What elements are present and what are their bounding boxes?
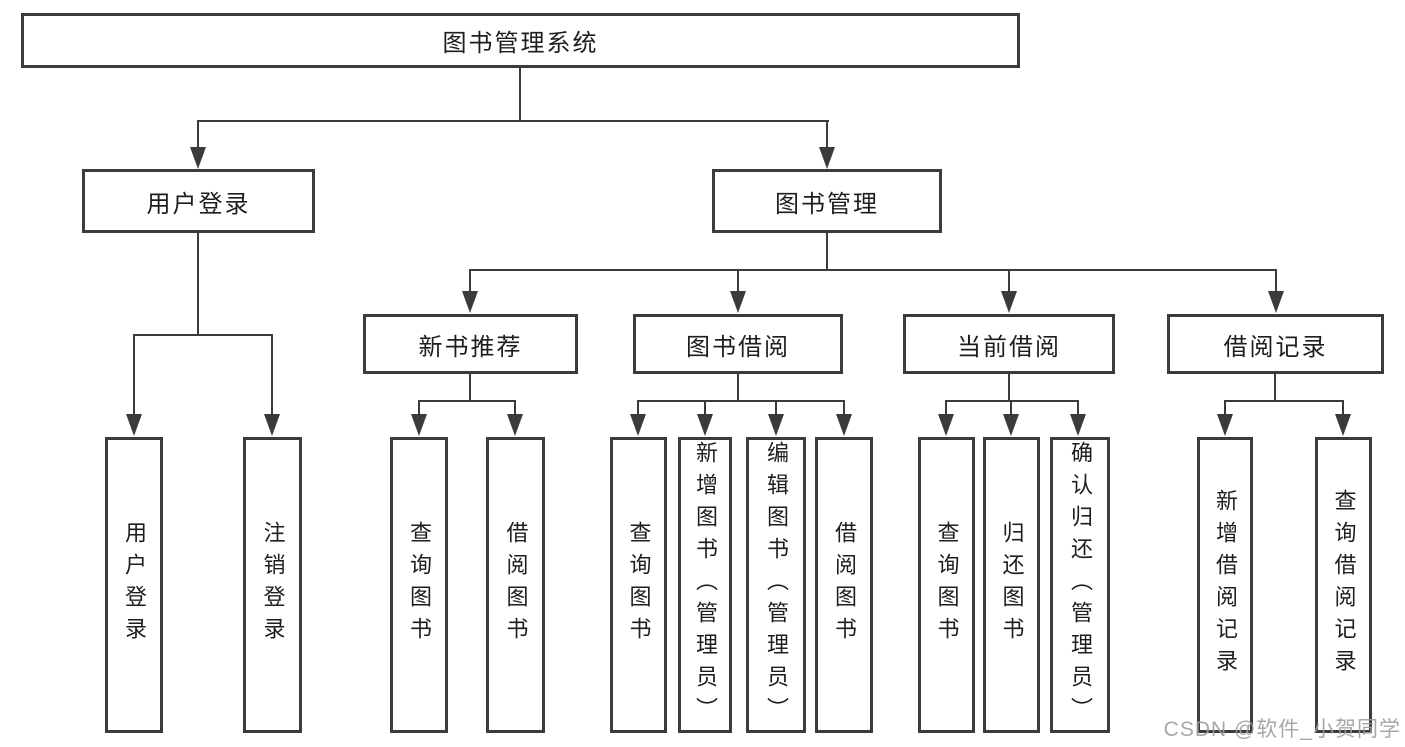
connector-line: [1274, 374, 1276, 402]
connector-line: [945, 400, 947, 416]
leaf-label: 借阅图书: [503, 521, 529, 649]
leaf-label: 用户登录: [122, 521, 147, 649]
leaf-label: 查询图书: [626, 521, 652, 649]
connector-line: [469, 374, 471, 402]
connector-line: [1224, 400, 1344, 402]
connector-line: [514, 400, 516, 416]
connector-line: [1275, 269, 1277, 292]
connector-line: [637, 400, 639, 416]
arrow-down-icon: [462, 291, 478, 313]
arrow-down-icon: [1217, 414, 1233, 436]
node-new-book-recommend: 新书推荐: [363, 314, 578, 374]
node-label: 图书管理系统: [442, 30, 599, 57]
leaf-label: 查询借阅记录: [1331, 489, 1357, 681]
connector-line: [1010, 400, 1012, 416]
connector-line: [945, 400, 1079, 402]
connector-line: [737, 374, 739, 402]
connector-line: [737, 269, 739, 292]
connector-line: [704, 400, 706, 416]
node-book-management: 图书管理: [712, 169, 942, 233]
leaf-label: 查询图书: [407, 521, 432, 649]
arrow-down-icon: [630, 414, 646, 436]
connector-line: [133, 334, 135, 416]
arrow-down-icon: [697, 414, 713, 436]
leaf-label: 编辑图书（管理员）: [764, 441, 789, 729]
connector-line: [271, 334, 273, 416]
leaf-query-borrow-record: 查询借阅记录: [1315, 437, 1372, 733]
connector-line: [637, 400, 845, 402]
node-label: 借阅记录: [1223, 333, 1328, 361]
leaf-return-book: 归还图书: [983, 437, 1040, 733]
leaf-label: 注销登录: [260, 521, 286, 649]
watermark: CSDN @软件_小贺同学: [1163, 718, 1401, 741]
arrow-down-icon: [938, 414, 954, 436]
connector-line: [1224, 400, 1226, 416]
arrow-down-icon: [1003, 414, 1019, 436]
leaf-query-books-borrowing: 查询图书: [610, 437, 667, 733]
node-label: 图书管理: [775, 190, 879, 218]
node-label: 图书借阅: [686, 333, 790, 361]
node-user-login: 用户登录: [82, 169, 315, 233]
connector-line: [197, 120, 829, 122]
connector-line: [1008, 374, 1010, 402]
node-label: 新书推荐: [418, 333, 523, 361]
arrow-down-icon: [819, 147, 835, 169]
connector-line: [133, 334, 273, 336]
leaf-borrow-books-borrowing: 借阅图书: [815, 437, 873, 733]
connector-line: [826, 233, 828, 271]
connector-line: [826, 120, 828, 150]
leaf-confirm-return-admin: 确认归还（管理员）: [1050, 437, 1110, 733]
node-label: 用户登录: [146, 190, 251, 218]
connector-line: [1077, 400, 1079, 416]
leaf-label: 确认归还（管理员）: [1068, 441, 1093, 729]
node-current-borrowing: 当前借阅: [903, 314, 1115, 374]
leaf-label: 查询图书: [934, 521, 960, 649]
connector-line: [469, 269, 1277, 271]
leaf-label: 借阅图书: [832, 521, 857, 649]
connector-line: [1342, 400, 1344, 416]
leaf-label: 归还图书: [999, 521, 1025, 649]
arrow-down-icon: [507, 414, 523, 436]
leaf-query-books-recommend: 查询图书: [390, 437, 448, 733]
arrow-down-icon: [768, 414, 784, 436]
connector-line: [197, 233, 199, 336]
leaf-query-books-current: 查询图书: [918, 437, 975, 733]
connector-line: [519, 68, 521, 122]
arrow-down-icon: [1070, 414, 1086, 436]
arrow-down-icon: [1335, 414, 1351, 436]
arrow-down-icon: [411, 414, 427, 436]
arrow-down-icon: [126, 414, 142, 436]
arrow-down-icon: [836, 414, 852, 436]
connector-line: [1008, 269, 1010, 292]
connector-line: [418, 400, 420, 416]
arrow-down-icon: [1268, 291, 1284, 313]
leaf-label: 新增图书（管理员）: [693, 441, 718, 729]
leaf-edit-book-admin: 编辑图书（管理员）: [746, 437, 806, 733]
node-book-borrowing: 图书借阅: [633, 314, 843, 374]
connector-line: [775, 400, 777, 416]
node-borrowing-records: 借阅记录: [1167, 314, 1384, 374]
arrow-down-icon: [190, 147, 206, 169]
leaf-add-borrow-record: 新增借阅记录: [1197, 437, 1253, 733]
connector-line: [418, 400, 516, 402]
node-label: 当前借阅: [957, 333, 1061, 361]
leaf-logout: 注销登录: [243, 437, 302, 733]
connector-line: [197, 120, 199, 150]
leaf-add-book-admin: 新增图书（管理员）: [678, 437, 732, 733]
leaf-user-login: 用户登录: [105, 437, 163, 733]
connector-line: [469, 269, 471, 292]
arrow-down-icon: [264, 414, 280, 436]
leaf-borrow-books-recommend: 借阅图书: [486, 437, 545, 733]
connector-line: [843, 400, 845, 416]
node-library-management-system: 图书管理系统: [21, 13, 1020, 68]
leaf-label: 新增借阅记录: [1213, 489, 1238, 681]
arrow-down-icon: [1001, 291, 1017, 313]
arrow-down-icon: [730, 291, 746, 313]
